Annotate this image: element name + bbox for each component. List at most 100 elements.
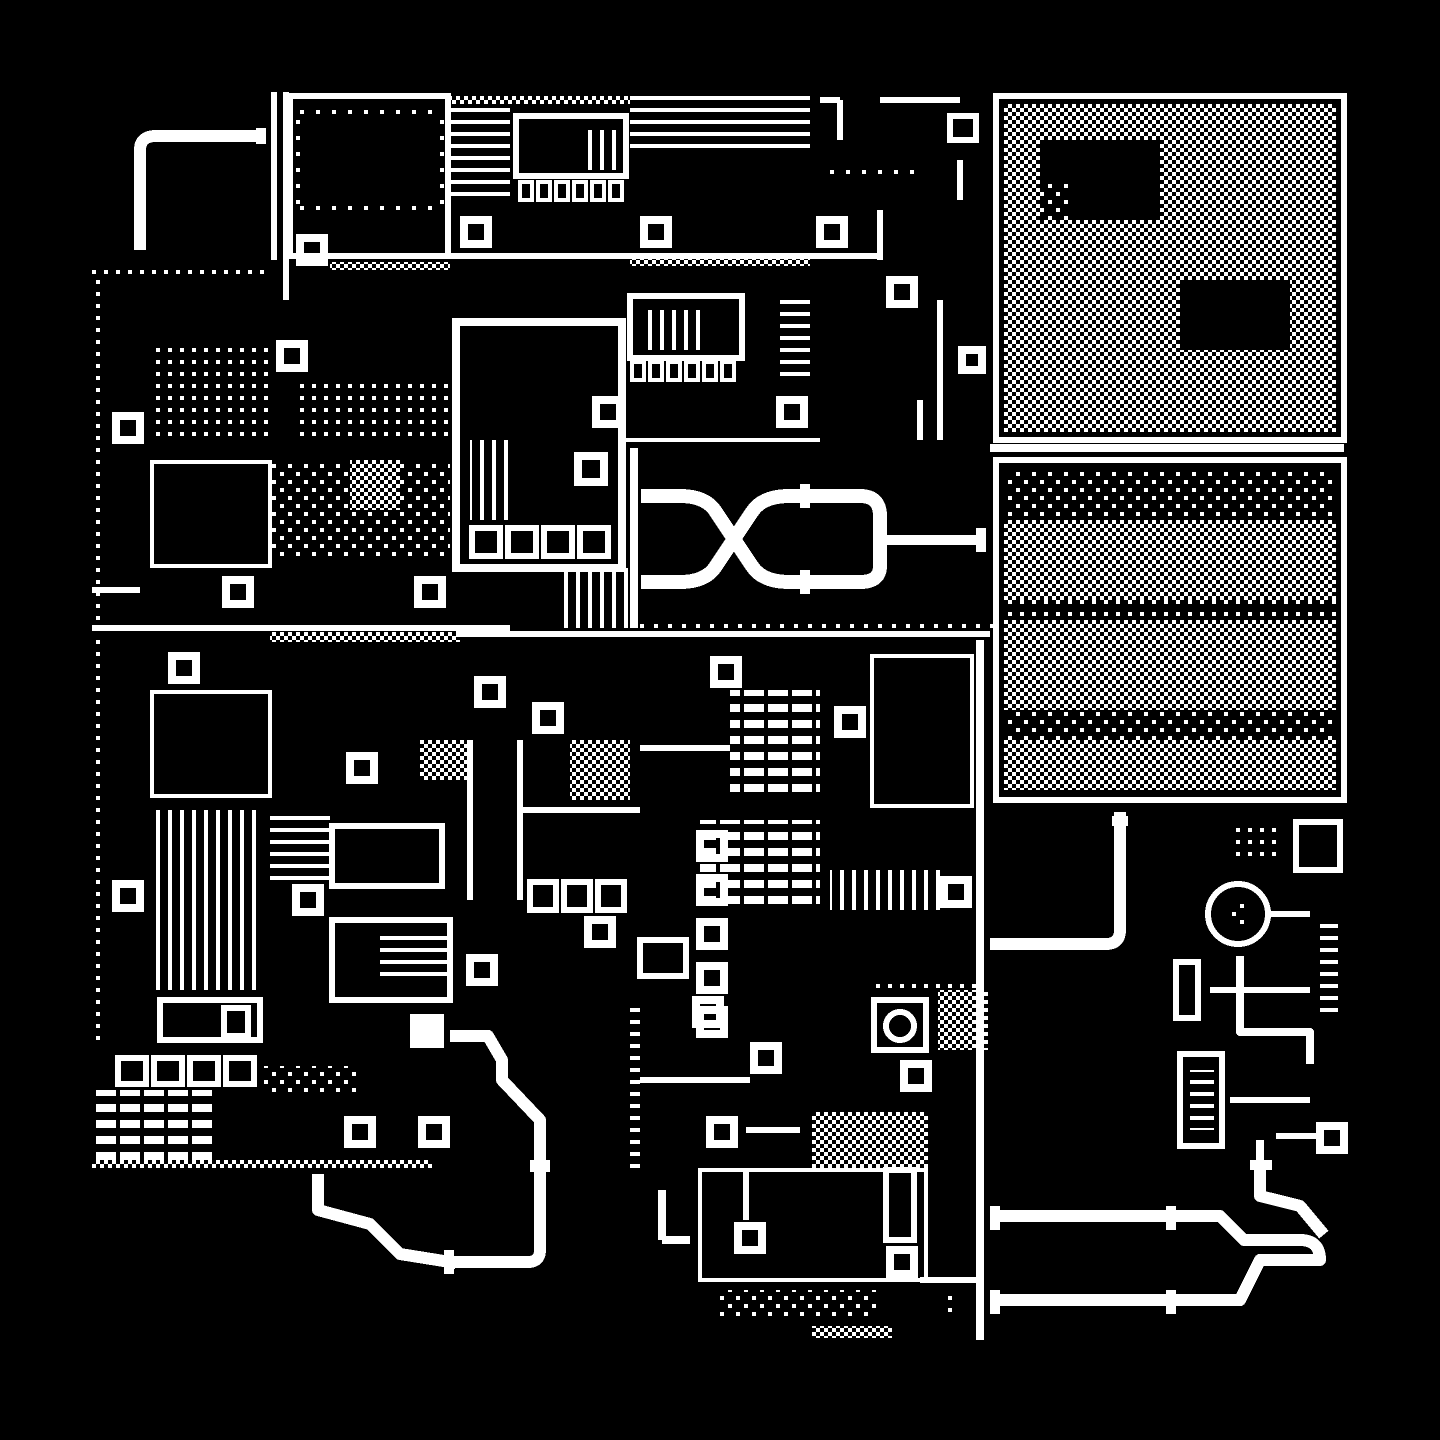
dot-trace bbox=[96, 496, 100, 500]
capacitor-fill bbox=[1190, 1070, 1214, 1130]
chip-square-icon bbox=[692, 996, 724, 1028]
solid-block bbox=[410, 1014, 444, 1048]
dot-field bbox=[300, 380, 450, 440]
module-fill bbox=[640, 310, 700, 350]
chip-square-icon bbox=[532, 702, 564, 734]
dot-trace bbox=[96, 1012, 100, 1016]
dotted-frame bbox=[870, 654, 974, 808]
dot-trace bbox=[1180, 830, 1188, 990]
dot-trace bbox=[96, 736, 100, 740]
dot-trace bbox=[248, 270, 252, 274]
checker-strip bbox=[330, 262, 450, 270]
chip-square-icon bbox=[696, 830, 728, 862]
dot-trace bbox=[96, 676, 100, 680]
led-cell bbox=[536, 180, 552, 202]
chip-square-icon bbox=[474, 676, 506, 708]
stripe-block bbox=[1320, 920, 1338, 1020]
dot-trace bbox=[96, 796, 100, 800]
dot-trace bbox=[96, 520, 100, 524]
dot-trace bbox=[96, 664, 100, 668]
dot-trace bbox=[296, 184, 300, 188]
dot-trace bbox=[332, 206, 336, 210]
dot-trace bbox=[96, 952, 100, 956]
dot-trace bbox=[910, 170, 914, 174]
dot-trace bbox=[96, 1036, 100, 1040]
chip-square-icon bbox=[750, 1042, 782, 1074]
dot-trace bbox=[152, 270, 156, 274]
dot-trace bbox=[948, 624, 952, 628]
checker-strip bbox=[630, 256, 810, 266]
dot-trace bbox=[96, 724, 100, 728]
dot-trace bbox=[96, 832, 100, 836]
checker-node bbox=[812, 1112, 928, 1168]
dot-trace bbox=[846, 170, 850, 174]
pipe-joint bbox=[1166, 1290, 1176, 1314]
dot-trace bbox=[724, 624, 728, 628]
dot-trace bbox=[96, 808, 100, 812]
chip-square-icon bbox=[168, 652, 200, 684]
chip-square-icon bbox=[900, 1060, 932, 1092]
dot-trace bbox=[864, 624, 868, 628]
dot-trace bbox=[96, 532, 100, 536]
stripe-block bbox=[630, 96, 810, 156]
dot-trace bbox=[934, 624, 938, 628]
chip-square-icon bbox=[734, 1222, 766, 1254]
dot-trace bbox=[380, 206, 384, 210]
dot-trace bbox=[962, 624, 966, 628]
dot-trace bbox=[96, 640, 100, 644]
dot-trace bbox=[96, 976, 100, 980]
dot-trace bbox=[96, 388, 100, 392]
circular-node bbox=[1205, 881, 1271, 947]
module-box bbox=[513, 113, 629, 179]
dot-trace bbox=[296, 120, 300, 124]
dot-trace bbox=[96, 568, 100, 572]
checker-node bbox=[420, 740, 470, 780]
dot-trace bbox=[440, 136, 444, 140]
dot-trace bbox=[710, 624, 714, 628]
chip-row-cell bbox=[561, 879, 593, 913]
dot-trace bbox=[260, 270, 264, 274]
stripe-block bbox=[380, 930, 450, 980]
dot-trace bbox=[96, 328, 100, 332]
dither-sparse bbox=[1010, 180, 1070, 240]
dot-trace bbox=[116, 270, 120, 274]
dot-trace bbox=[96, 928, 100, 932]
sparse-field bbox=[720, 1290, 880, 1320]
dot-trace bbox=[96, 460, 100, 464]
led-cell bbox=[684, 360, 700, 382]
dot-trace bbox=[96, 964, 100, 968]
pipe-joint bbox=[800, 484, 810, 508]
dot-trace bbox=[96, 844, 100, 848]
chip-square-icon bbox=[296, 234, 328, 266]
dot-trace bbox=[96, 472, 100, 476]
dot-trace bbox=[440, 152, 444, 156]
dot-trace bbox=[96, 868, 100, 872]
dot-trace bbox=[696, 624, 700, 628]
gear-frame bbox=[871, 997, 929, 1053]
led-cell bbox=[702, 360, 718, 382]
dot-trace bbox=[766, 624, 770, 628]
dot-trace bbox=[224, 270, 228, 274]
pipe-joint bbox=[976, 528, 986, 552]
dot-trace bbox=[96, 688, 100, 692]
dot-field bbox=[150, 340, 270, 440]
dot-trace bbox=[96, 316, 100, 320]
chip-square-icon bbox=[414, 576, 446, 608]
dot-trace bbox=[780, 624, 784, 628]
dot-trace bbox=[396, 110, 400, 114]
dot-trace bbox=[140, 270, 144, 274]
chip-square-icon bbox=[112, 412, 144, 444]
pipe-joint bbox=[990, 1206, 1000, 1230]
dot-trace bbox=[412, 206, 416, 210]
dot-trace bbox=[380, 110, 384, 114]
vstripe-block bbox=[830, 870, 940, 910]
chip-row-cell bbox=[223, 1055, 257, 1087]
lock-icon bbox=[221, 1005, 251, 1039]
chip-square-icon bbox=[460, 216, 492, 248]
dot-trace bbox=[96, 412, 100, 416]
vstripe-block bbox=[150, 810, 260, 990]
checker-strip bbox=[450, 96, 630, 104]
chip-square-icon bbox=[292, 884, 324, 916]
dot-trace bbox=[990, 624, 994, 628]
dot-trace bbox=[316, 110, 320, 114]
